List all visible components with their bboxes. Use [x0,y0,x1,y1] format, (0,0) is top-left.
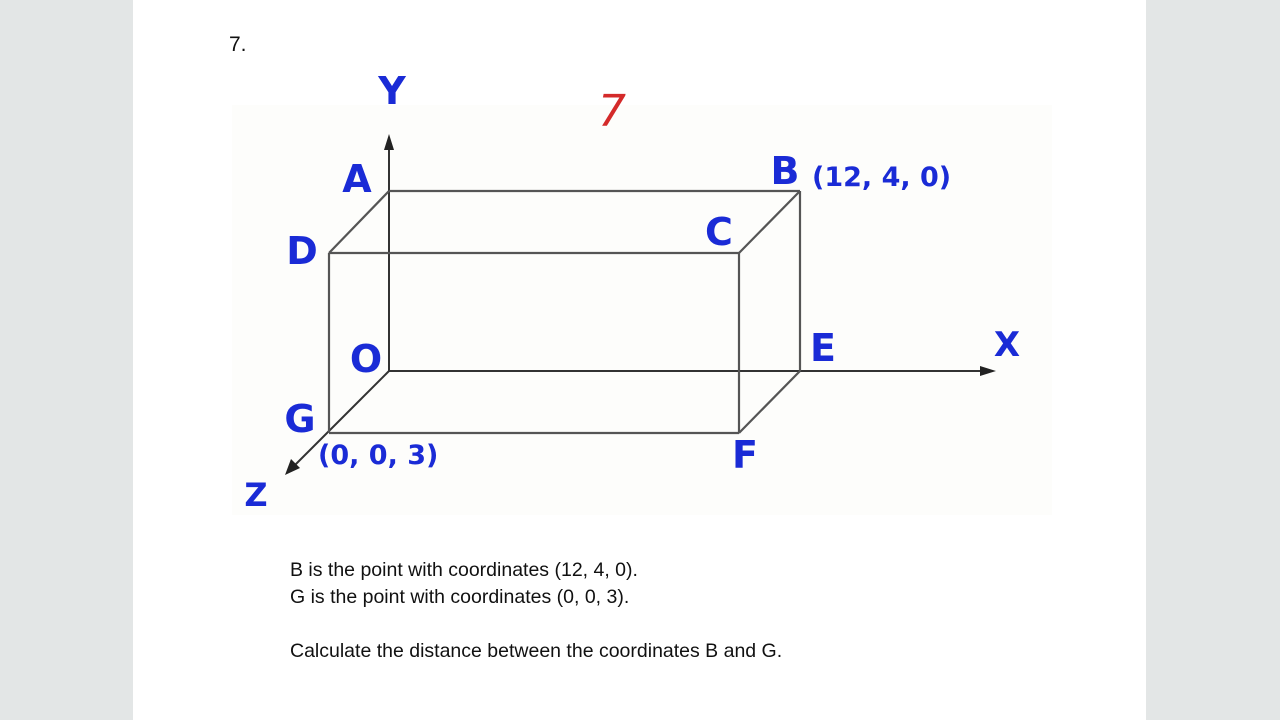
edge-bc [738,190,801,254]
vertex-e-label: E [810,326,836,370]
diagram-background [232,105,1052,515]
vertex-f-label: F [732,433,758,477]
vertex-o-label: O [350,337,382,381]
y-axis-label: Y [377,69,406,113]
z-axis-line [289,370,390,471]
vertex-d-label: D [286,229,318,273]
point-b-coordinates: (12, 4, 0) [812,162,951,193]
spacer [290,611,782,638]
question-number: 7. [229,33,247,56]
point-g-coordinates: (0, 0, 3) [318,440,438,471]
handwritten-annotation: 7 [598,86,626,137]
vertex-b-label: B [771,149,800,193]
y-axis-arrow [384,134,394,150]
z-axis-label: Z [244,476,267,514]
x-axis-label: X [994,325,1020,365]
vertex-a-label: A [342,157,372,201]
statement-b: B is the point with coordinates (12, 4, … [290,559,638,581]
question-text: B is the point with coordinates (12, 4, … [290,557,782,665]
vertex-c-label: C [705,210,733,254]
statement-g: G is the point with coordinates (0, 0, 3… [290,586,630,608]
edge-ad [328,190,390,254]
edge-ef [738,370,801,434]
z-axis-arrow [285,459,300,475]
vertex-g-label: G [284,397,315,441]
x-axis-arrow [980,366,996,376]
question-prompt: Calculate the distance between the coord… [290,640,783,662]
